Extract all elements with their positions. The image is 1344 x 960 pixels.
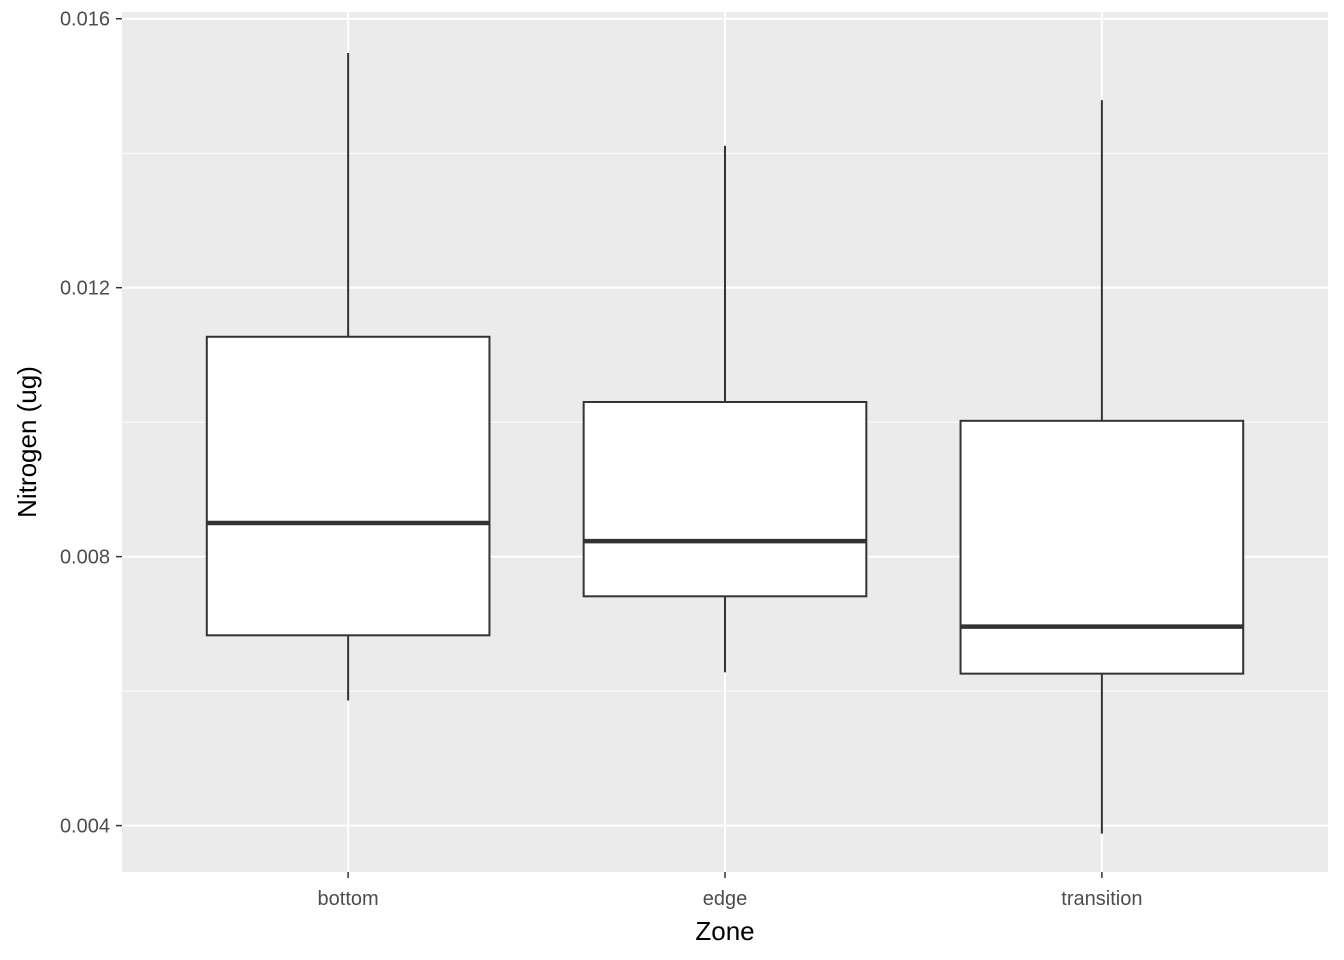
x-tick-label: edge <box>703 888 748 910</box>
axes: 0.004 0.008 0.012 0.016 bottom edge transition <box>60 9 1143 910</box>
y-tick-label: 0.016 <box>60 9 110 31</box>
y-tick-label: 0.004 <box>60 816 110 838</box>
x-tick-label: transition <box>1061 888 1142 910</box>
box-bottom <box>205 335 491 637</box>
y-axis-title: Nitrogen (ug) <box>12 366 42 518</box>
boxes <box>205 53 1245 834</box>
box-edge <box>582 400 868 598</box>
y-tick-label: 0.012 <box>60 278 110 300</box>
box-transition <box>959 419 1245 675</box>
x-tick-label: bottom <box>318 888 379 910</box>
x-axis-title: Zone <box>695 916 754 946</box>
y-tick-label: 0.008 <box>60 547 110 569</box>
